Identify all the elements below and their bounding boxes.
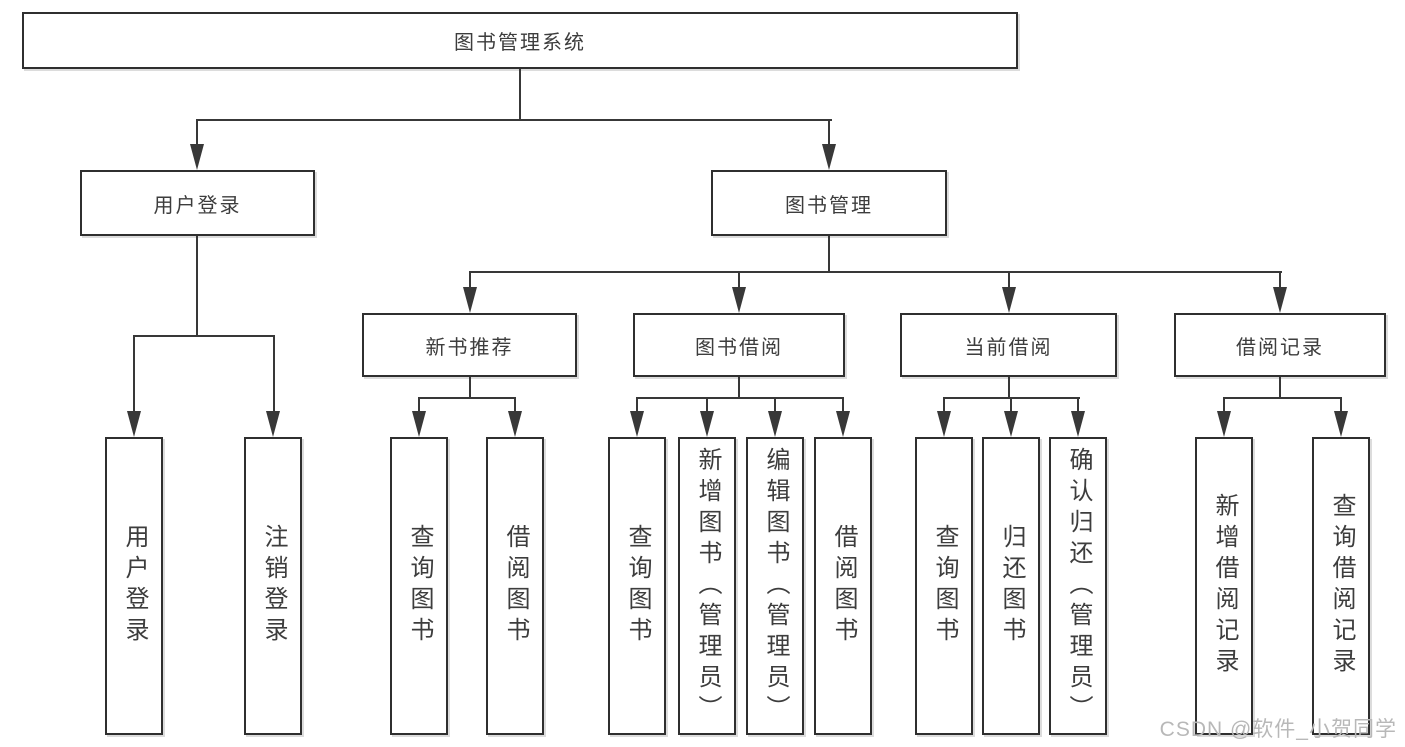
node-label: 借阅图书 xyxy=(502,524,529,648)
leaf-logout: 注销登录 xyxy=(244,437,302,735)
arrowhead-down-icon xyxy=(937,411,951,437)
arrowhead-down-icon xyxy=(508,411,522,437)
node-borrowing-records: 借阅记录 xyxy=(1174,313,1386,377)
node-label: 新书推荐 xyxy=(425,336,514,359)
connector-line xyxy=(842,399,844,411)
connector-line xyxy=(418,397,516,399)
arrowhead-down-icon xyxy=(836,411,850,437)
leaf-add-books-admin: 新增图书（管理员） xyxy=(678,437,736,735)
arrowhead-down-icon xyxy=(1334,411,1348,437)
arrowhead-down-icon xyxy=(412,411,426,437)
connector-line xyxy=(418,399,420,411)
connector-line xyxy=(1223,399,1225,411)
leaf-edit-books-admin: 编辑图书（管理员） xyxy=(746,437,804,735)
connector-line xyxy=(1077,399,1079,411)
connector-line xyxy=(273,337,275,411)
arrowhead-down-icon xyxy=(1002,287,1016,313)
connector-line xyxy=(636,399,638,411)
node-label: 图书管理 xyxy=(785,194,873,217)
node-label: 新增图书（管理员） xyxy=(694,446,721,726)
node-label: 图书借阅 xyxy=(695,336,783,359)
arrowhead-down-icon xyxy=(463,287,477,313)
connector-line xyxy=(469,271,1282,273)
leaf-borrow-books-recommend: 借阅图书 xyxy=(486,437,544,735)
connector-line xyxy=(133,337,135,411)
leaf-query-books-current: 查询图书 xyxy=(915,437,973,735)
arrowhead-down-icon xyxy=(732,287,746,313)
connector-line xyxy=(1008,273,1010,288)
connector-line xyxy=(943,397,1080,399)
connector-line xyxy=(738,273,740,288)
connector-line xyxy=(519,69,521,121)
node-user-login: 用户登录 xyxy=(80,170,315,236)
node-library-system: 图书管理系统 xyxy=(22,12,1018,69)
arrowhead-down-icon xyxy=(1004,411,1018,437)
arrowhead-down-icon xyxy=(1071,411,1085,437)
connector-line xyxy=(828,121,830,146)
leaf-confirm-return-admin: 确认归还（管理员） xyxy=(1049,437,1107,735)
node-label: 当前借阅 xyxy=(964,336,1053,359)
leaf-return-books: 归还图书 xyxy=(982,437,1040,735)
node-label: 查询借阅记录 xyxy=(1328,493,1355,679)
node-book-borrowing: 图书借阅 xyxy=(633,313,845,377)
arrowhead-down-icon xyxy=(768,411,782,437)
connector-line xyxy=(196,119,832,121)
node-new-book-recommend: 新书推荐 xyxy=(362,313,577,377)
node-label: 借阅记录 xyxy=(1236,336,1324,359)
node-current-borrowing: 当前借阅 xyxy=(900,313,1117,377)
connector-line xyxy=(1223,397,1342,399)
node-book-management: 图书管理 xyxy=(711,170,947,236)
leaf-user-login: 用户登录 xyxy=(105,437,163,735)
node-label: 查询图书 xyxy=(624,524,651,648)
node-label: 编辑图书（管理员） xyxy=(762,446,789,726)
connector-line xyxy=(1008,377,1010,398)
connector-line xyxy=(706,399,708,411)
node-label: 用户登录 xyxy=(153,194,242,217)
arrowhead-down-icon xyxy=(266,411,280,437)
leaf-query-books-borrowing: 查询图书 xyxy=(608,437,666,735)
node-label: 查询图书 xyxy=(931,524,958,648)
connector-line xyxy=(514,399,516,411)
node-label: 查询图书 xyxy=(406,524,433,648)
csdn-watermark: CSDN @软件_小贺同学 xyxy=(1159,718,1397,741)
connector-line xyxy=(738,377,740,398)
leaf-query-books-recommend: 查询图书 xyxy=(390,437,448,735)
leaf-query-borrow-record: 查询借阅记录 xyxy=(1312,437,1370,735)
arrowhead-down-icon xyxy=(1217,411,1231,437)
connector-line xyxy=(828,236,830,272)
arrowhead-down-icon xyxy=(1273,287,1287,313)
node-label: 归还图书 xyxy=(998,524,1025,648)
arrowhead-down-icon xyxy=(630,411,644,437)
node-label: 确认归还（管理员） xyxy=(1065,446,1092,726)
connector-line xyxy=(1279,273,1281,288)
connector-line xyxy=(469,273,471,288)
leaf-add-borrow-record: 新增借阅记录 xyxy=(1195,437,1253,735)
connector-line xyxy=(636,397,844,399)
connector-line xyxy=(196,121,198,146)
connector-line xyxy=(133,335,275,337)
connector-line xyxy=(943,399,945,411)
connector-line xyxy=(1340,399,1342,411)
arrowhead-down-icon xyxy=(700,411,714,437)
node-label: 新增借阅记录 xyxy=(1211,493,1238,679)
node-label: 注销登录 xyxy=(260,524,287,648)
connector-line xyxy=(469,377,471,398)
connector-line xyxy=(1279,377,1281,398)
node-label: 借阅图书 xyxy=(830,524,857,648)
connector-line xyxy=(196,236,198,336)
node-label: 用户登录 xyxy=(121,524,148,648)
arrowhead-down-icon xyxy=(822,144,836,170)
node-label: 图书管理系统 xyxy=(454,32,586,54)
arrowhead-down-icon xyxy=(127,411,141,437)
leaf-borrow-books: 借阅图书 xyxy=(814,437,872,735)
arrowhead-down-icon xyxy=(190,144,204,170)
connector-line xyxy=(774,399,776,411)
connector-line xyxy=(1010,399,1012,411)
